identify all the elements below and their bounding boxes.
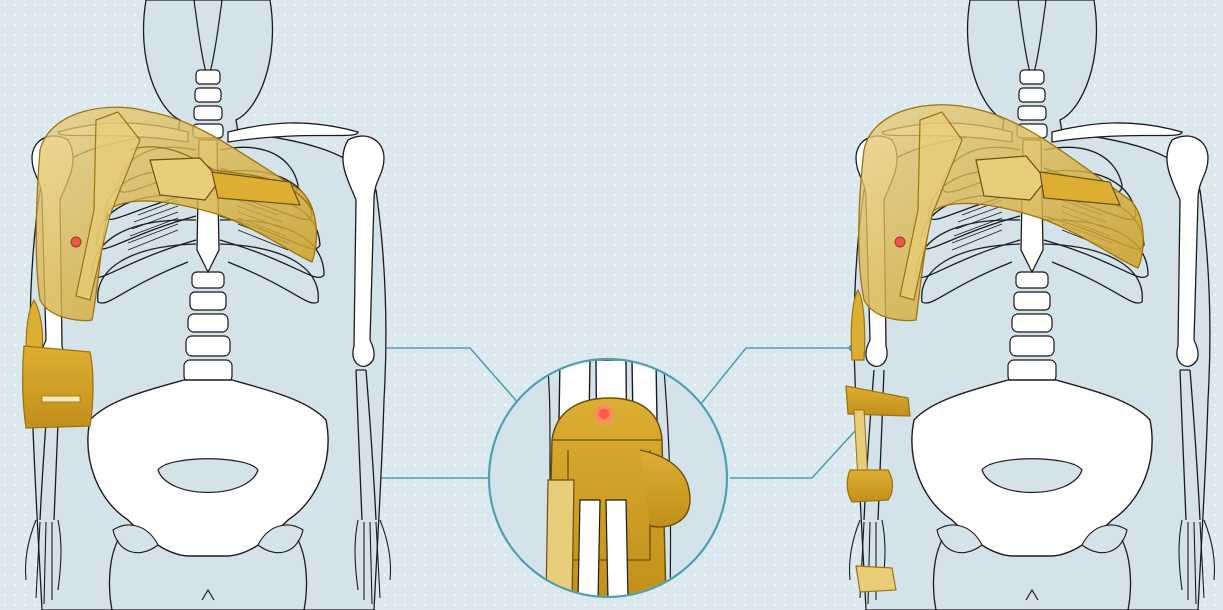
marker-right (895, 237, 905, 247)
hinge-marker (599, 409, 609, 419)
hand-piece (856, 566, 896, 592)
arm-cuff (23, 346, 93, 428)
detail-magnifier (489, 359, 727, 600)
marker-left (71, 237, 81, 247)
forearm-cuff-lower (847, 470, 892, 502)
